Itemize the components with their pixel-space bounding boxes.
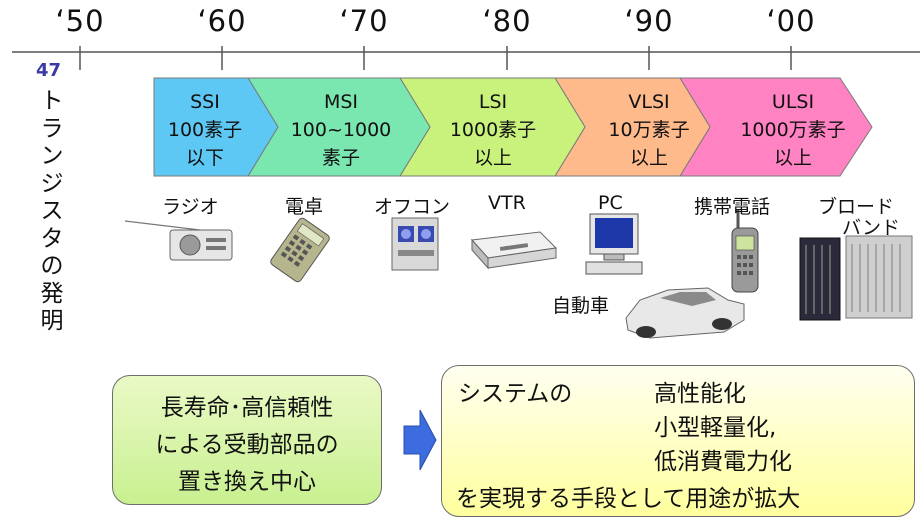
timeline-ticks [79, 46, 792, 70]
transition-arrow [403, 409, 437, 471]
benefit-item: 小型軽量化, [654, 415, 777, 441]
era-detail: 10万素子 [608, 119, 690, 141]
era-msi-text: MSI 100~1000 素子 [276, 88, 406, 172]
invention-year: 47 [36, 60, 62, 81]
app-label-vtr: VTR [488, 192, 526, 214]
vertical-title-char: ン [40, 143, 64, 169]
pc-icon [585, 213, 643, 275]
vertical-title-char: ジ [40, 170, 64, 197]
car-icon [625, 287, 745, 339]
era-name: MSI [323, 91, 359, 113]
decade-label-70: ‘70 [339, 4, 389, 38]
era-detail: 以上 [629, 147, 668, 169]
radio-icon [124, 220, 233, 261]
app-label-car: 自動車 [552, 295, 610, 317]
decade-label-90: ‘90 [624, 4, 674, 38]
app-label-office-computer: オフコン [374, 196, 451, 218]
era-name: LSI [478, 91, 508, 113]
vertical-title-char: タ [40, 225, 64, 252]
decade-label-00: ‘00 [766, 4, 816, 38]
era-detail: 1000万素子 [740, 119, 846, 141]
passive-replacement-line: による受動部品の [155, 432, 339, 458]
benefit-item: 低消費電力化 [654, 449, 792, 475]
app-label-pc: PC [598, 192, 623, 214]
calculator-icon [270, 217, 330, 283]
era-vlsi-text: VLSI 10万素子 以上 [584, 88, 714, 172]
era-arrow-ssi [153, 77, 279, 177]
vertical-title-char: ト [40, 88, 64, 114]
era-detail: 100~1000 [290, 119, 392, 141]
era-detail: 100素子 [167, 119, 243, 141]
vertical-title-char: ス [40, 198, 64, 224]
benefit-summary: を実現する手段として用途が拡大 [456, 486, 801, 512]
era-name: VLSI [628, 91, 670, 113]
system-label: システムの [458, 381, 573, 407]
passive-replacement-box: 長寿命･高信頼性 による受動部品の 置き換え中心 [112, 375, 382, 505]
app-label-calculator: 電卓 [285, 196, 324, 218]
era-ulsi-text: ULSI 1000万素子 以上 [728, 88, 858, 172]
era-detail: 以下 [185, 147, 224, 169]
app-label-broadband-1: ブロード [818, 196, 895, 218]
era-ssi-text: SSI 100素子 以下 [140, 88, 270, 172]
vertical-title-char: ラ [40, 115, 64, 142]
passive-replacement-line: 長寿命･高信頼性 [160, 395, 334, 421]
server-icon [799, 235, 913, 321]
app-label-cell-phone: 携帯電話 [694, 196, 771, 218]
vertical-title: ト ラ ン ジ ス タ の 発 明 [38, 88, 66, 336]
era-detail: 以上 [773, 147, 812, 169]
decade-label-80: ‘80 [482, 4, 532, 38]
era-name: SSI [190, 91, 220, 113]
app-label-broadband-2: バンド [842, 217, 900, 239]
app-label-radio: ラジオ [162, 196, 219, 218]
decade-label-60: ‘60 [197, 4, 247, 38]
era-detail: 1000素子 [449, 119, 537, 141]
decade-label-50: ‘50 [55, 4, 105, 38]
era-name: ULSI [771, 91, 815, 113]
office-computer-icon [391, 217, 439, 271]
benefit-item: 高性能化 [654, 381, 746, 407]
era-lsi-text: LSI 1000素子 以上 [428, 88, 558, 172]
vertical-title-char: の [40, 253, 64, 279]
era-detail: 素子 [321, 147, 360, 169]
passive-replacement-line: 置き換え中心 [178, 469, 316, 495]
vertical-title-char: 明 [40, 308, 64, 334]
system-benefit-box: システムの 高性能化 小型軽量化, 低消費電力化 を実現する手段として用途が拡大 [441, 365, 915, 517]
era-detail: 以上 [473, 147, 512, 169]
cell-phone-icon [731, 210, 759, 293]
vertical-title-char: 発 [40, 280, 64, 307]
vtr-icon [470, 231, 558, 270]
